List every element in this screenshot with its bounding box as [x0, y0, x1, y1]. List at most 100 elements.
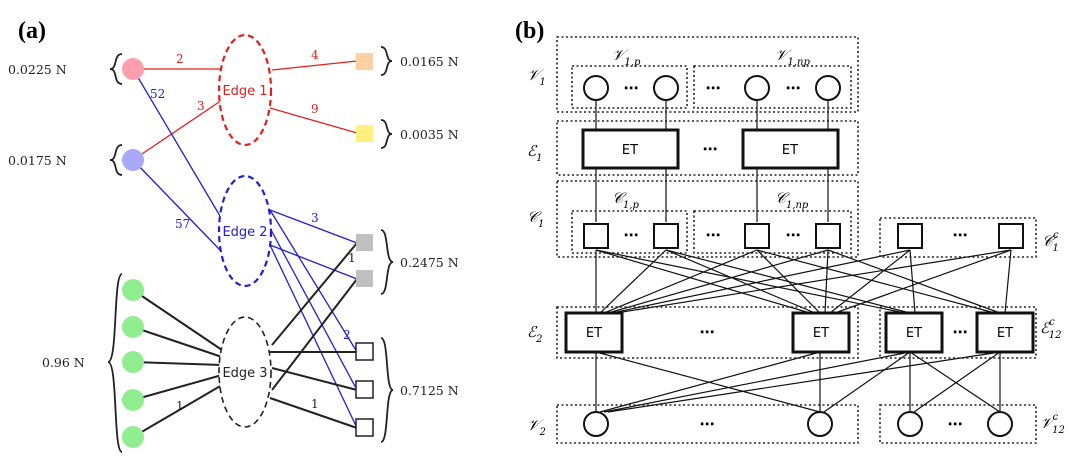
v1-circle-3 — [744, 75, 770, 101]
link-edge1-yellow — [269, 107, 358, 134]
edge1-ellipse — [217, 33, 273, 147]
conn-c1cb-e2a — [615, 249, 1012, 314]
ann-pink: 0.0225 N — [8, 62, 67, 77]
v2-circle-1 — [583, 411, 609, 437]
conn-c1b-e12a — [665, 249, 911, 314]
conn-e12a-v12b — [909, 351, 1001, 413]
box-c1c — [879, 217, 1037, 258]
v2-circle-2 — [807, 411, 833, 437]
c1-sq-2 — [653, 223, 679, 249]
c1-sq-1 — [583, 223, 609, 249]
panel-a-label: (a) — [18, 18, 46, 44]
conn-c1d-e2b — [824, 249, 829, 314]
e1-et-box-2 — [741, 128, 840, 170]
c1-squares — [583, 223, 1024, 249]
edge3-label: Edge 3 — [222, 366, 267, 381]
node-pink — [122, 58, 144, 80]
brace-lavender — [109, 144, 123, 176]
conn-e2b-v2a — [599, 351, 821, 413]
v1-circle-1 — [583, 75, 609, 101]
box-c1p — [571, 210, 688, 254]
dots-v1p: ⋯ — [624, 79, 639, 97]
lbl-lavender-edge2: 57 — [175, 217, 190, 231]
link-edge2-gray1 — [269, 209, 358, 244]
e12c-et-label-1: ET — [906, 326, 922, 341]
conn-c1c-e12b — [756, 249, 996, 314]
c1-sq-3 — [744, 223, 770, 249]
node-green-4 — [122, 389, 144, 411]
v12c-circle-1 — [897, 411, 923, 437]
label-e1: ℰ1 — [527, 142, 542, 164]
link-edge2-white1 — [269, 209, 358, 353]
box-v1p — [571, 65, 688, 109]
e2-et-label-1: ET — [586, 326, 602, 341]
dots-e12c: ⋯ — [953, 323, 968, 341]
sq-white-2 — [355, 380, 374, 399]
link-lavender-edge2 — [132, 159, 221, 251]
e1-boxes — [581, 128, 840, 170]
link-edge1-orange — [271, 60, 358, 71]
dots-c1np-left: ⋯ — [706, 226, 721, 244]
brace-orange — [380, 46, 393, 76]
b-dotted-boxes — [556, 36, 1037, 444]
lbl-green-edge3: 1 — [176, 399, 184, 413]
sq-gray-2 — [356, 270, 373, 287]
conn-c1b-e2a — [599, 249, 667, 314]
box-e2 — [556, 306, 859, 359]
conn-c1ca-e12a — [909, 249, 916, 314]
box-v2 — [556, 404, 859, 444]
dots-c1np-mid: ⋯ — [786, 226, 801, 244]
conn-e12b-v12a — [913, 351, 1001, 413]
c1c-sq-2 — [998, 223, 1024, 249]
v2-nodes — [583, 411, 1013, 437]
node-lavender — [122, 149, 144, 171]
conn-c1d-e2a — [607, 249, 829, 314]
sq-gray-1 — [356, 234, 373, 251]
v1-circle-4 — [815, 75, 841, 101]
dots-v2: ⋯ — [700, 415, 715, 433]
box-e1 — [556, 120, 859, 176]
panel-b: (b) — [515, 18, 1065, 444]
label-c1p: 𝒞1,p — [612, 189, 639, 211]
box-c1 — [556, 180, 859, 258]
e2-et-label-2: ET — [813, 326, 829, 341]
label-v1p: 𝒱1,p — [612, 46, 641, 68]
dots-v1np-left: ⋯ — [706, 79, 721, 97]
link-green4-edge3 — [132, 374, 223, 401]
edge3-ellipse — [218, 316, 272, 428]
brace-green — [107, 273, 123, 453]
v1-nodes — [583, 75, 841, 101]
label-v2: 𝒱2 — [527, 416, 546, 438]
conn-c1cb-e12b — [1004, 249, 1012, 314]
box-c1np — [693, 210, 852, 254]
conn-e12b-v2a — [607, 351, 1001, 413]
lbl-edge2-top: 3 — [311, 211, 319, 225]
conn-c1d-e12b — [827, 249, 1001, 314]
link-green1-edge3 — [132, 289, 223, 351]
brace-yellow — [380, 119, 393, 149]
sq-white-1 — [355, 342, 374, 361]
lbl-lavender-edge1: 3 — [197, 99, 205, 113]
c1-sq-4 — [815, 223, 841, 249]
e2-boxes — [564, 311, 1035, 354]
ann-white: 0.7125 N — [400, 383, 459, 398]
conn-c1cb-e2b — [834, 249, 1012, 314]
link-edge2-gray2 — [269, 244, 358, 280]
conn-e12a-v2b — [823, 351, 911, 413]
brace-pink — [109, 53, 123, 85]
label-v1: 𝒱1 — [527, 66, 546, 88]
box-v12c — [879, 404, 1037, 444]
sq-orange — [356, 53, 373, 70]
conn-c1ca-e2b — [829, 249, 911, 314]
conn-c1b-e2b — [665, 249, 816, 314]
v12c-circle-2 — [987, 411, 1013, 437]
node-green-5 — [122, 426, 144, 448]
brace-white — [380, 337, 394, 443]
dots-e2: ⋯ — [700, 323, 715, 341]
dots-c1p: ⋯ — [624, 226, 639, 244]
lbl-edge3-low: 2 — [343, 328, 351, 342]
box-v1np — [693, 65, 852, 109]
